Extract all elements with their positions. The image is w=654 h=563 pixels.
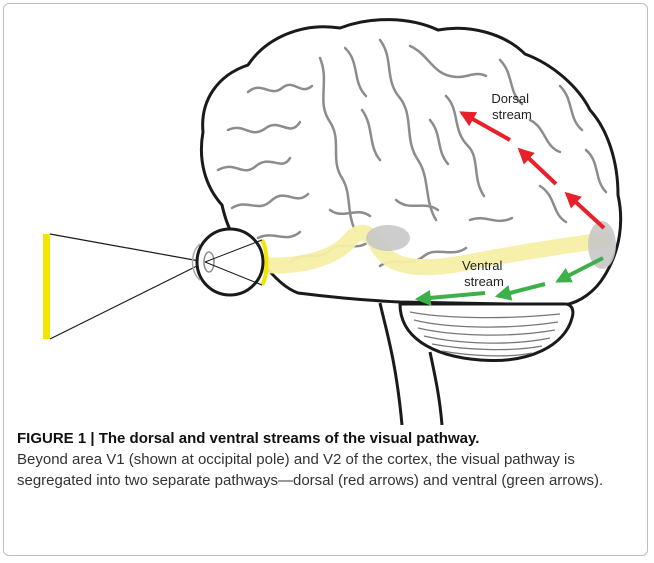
caption-title: FIGURE 1 | The dorsal and ventral stream… — [17, 428, 632, 449]
caption-body: Beyond area V1 (shown at occipital pole)… — [17, 449, 632, 491]
cerebellum — [400, 304, 573, 361]
dorsal-arrow-1 — [567, 194, 604, 228]
brain-diagram: Dorsal stream Ventral stream — [0, 0, 654, 425]
visual-pathway — [262, 233, 605, 267]
ray-top — [50, 234, 205, 262]
ventral-arrow-1 — [558, 258, 603, 281]
figure-caption: FIGURE 1 | The dorsal and ventral stream… — [17, 428, 632, 491]
visual-field-bar — [43, 234, 50, 339]
dorsal-arrow-2 — [520, 150, 556, 184]
ventral-arrow-2 — [498, 284, 545, 296]
ray-bottom — [50, 262, 205, 339]
lgn-region — [366, 225, 410, 251]
brain-gyri — [218, 40, 606, 266]
ventral-label: Ventral stream — [462, 258, 506, 289]
eye — [193, 229, 267, 295]
dorsal-label: Dorsal stream — [491, 91, 532, 122]
ventral-arrow-3 — [418, 293, 485, 299]
